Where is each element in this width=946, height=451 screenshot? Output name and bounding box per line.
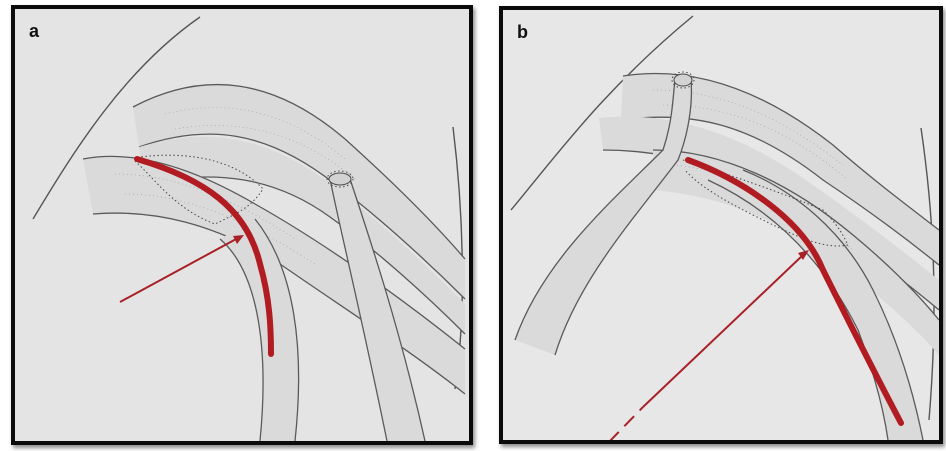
panel-label-a: a — [29, 21, 39, 42]
branch-cut-end — [329, 173, 351, 185]
illustration-b — [503, 10, 939, 440]
panel-a: a — [11, 5, 473, 445]
branch-cut-end — [674, 74, 692, 86]
pointer-arrow-b-dashed — [609, 407, 643, 440]
illustration-a — [15, 9, 469, 441]
pointer-arrow-b — [643, 255, 803, 407]
panel-b: b — [499, 6, 943, 444]
panel-label-b: b — [517, 22, 528, 43]
pointer-arrow-a — [120, 238, 238, 302]
